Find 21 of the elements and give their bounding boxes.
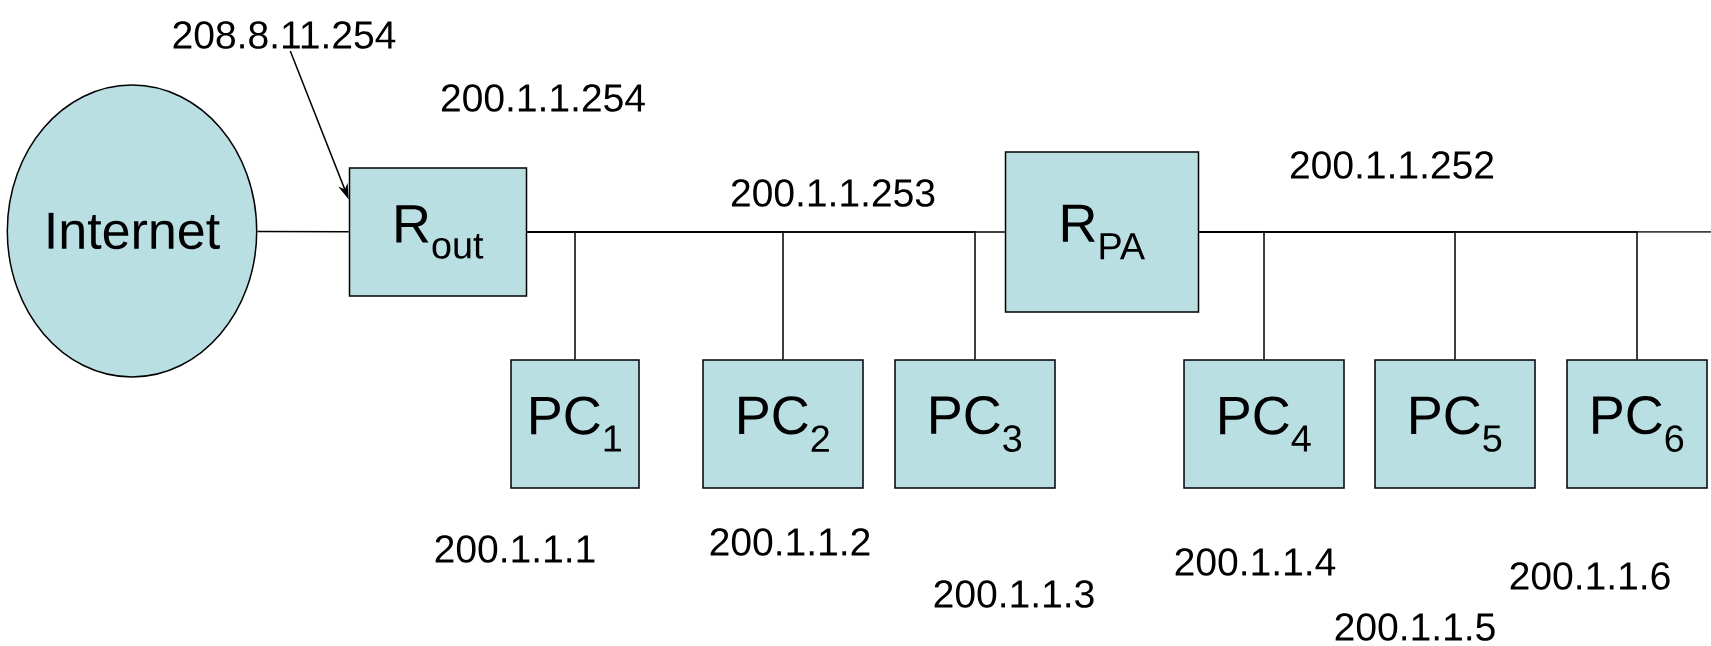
address-label: 200.1.1.4: [1175, 548, 1336, 576]
address-label: 200.1.1.253: [731, 179, 935, 207]
address-label: 200.1.1.5: [1335, 613, 1495, 641]
drop-line: [526, 231, 976, 360]
network-link: [1198, 231, 1711, 233]
pc-box: PC$_{6}$: [1566, 359, 1708, 489]
address-label: 200.1.1.2: [710, 528, 870, 556]
pc-box: PC$_{1}$: [510, 359, 640, 489]
pc-box: PC$_{5}$: [1374, 359, 1536, 489]
address-label: 200.1.1.3: [934, 580, 1094, 608]
pc-box: PC$_{4}$: [1183, 359, 1345, 489]
router-box: R$_{out}$: [348, 167, 528, 297]
pc-box: PC$_{3}$: [894, 359, 1056, 489]
network-link: [256, 230, 350, 233]
address-label: 200.1.1.6: [1510, 562, 1670, 590]
pc-box: PC$_{2}$: [702, 359, 864, 489]
address-label: 200.1.1.252: [1290, 151, 1494, 179]
address-label: 200.1.1.254: [441, 84, 645, 112]
address-label: 200.1.1.1: [435, 535, 595, 563]
address-label: 208.8.11.254: [173, 21, 396, 49]
router-box: R$_{PA}$: [1004, 151, 1200, 313]
